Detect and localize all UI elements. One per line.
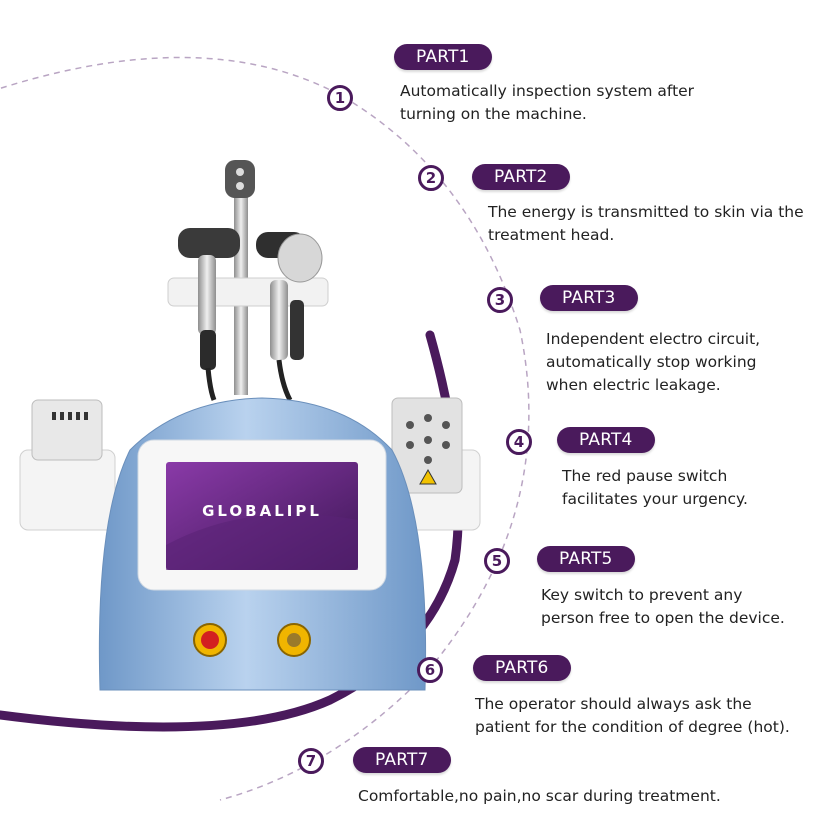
step-marker-5: 5 [484,548,510,574]
part-label-4: PART4 [557,427,655,453]
part-description-4: The red pause switch facilitates your ur… [562,467,748,508]
part-label-5: PART5 [537,546,635,572]
part-label-6: PART6 [473,655,571,681]
part-label-3: PART3 [540,285,638,311]
screen-logo: GLOBALIPL [202,502,322,520]
step-marker-3: 3 [487,287,513,313]
part-description-5: Key switch to prevent any person free to… [541,586,785,627]
step-marker-2: 2 [418,165,444,191]
step-marker-7: 7 [298,748,324,774]
step-marker-1: 1 [327,85,353,111]
part-label-2: PART2 [472,164,570,190]
step-marker-6: 6 [417,657,443,683]
part-description-3: Independent electro circuit, automatical… [546,330,761,394]
part-description-2: The energy is transmitted to skin via th… [488,203,804,244]
part-description-7: Comfortable,no pain,no scar during treat… [358,787,721,805]
part-label-7: PART7 [353,747,451,773]
step-marker-4: 4 [506,429,532,455]
dashed-arc [0,56,530,801]
part-description-1: Automatically inspection system after tu… [400,82,695,123]
part-label-1: PART1 [394,44,492,70]
device-illustration [19,160,481,691]
part-description-6: The operator should always ask the patie… [475,695,790,736]
